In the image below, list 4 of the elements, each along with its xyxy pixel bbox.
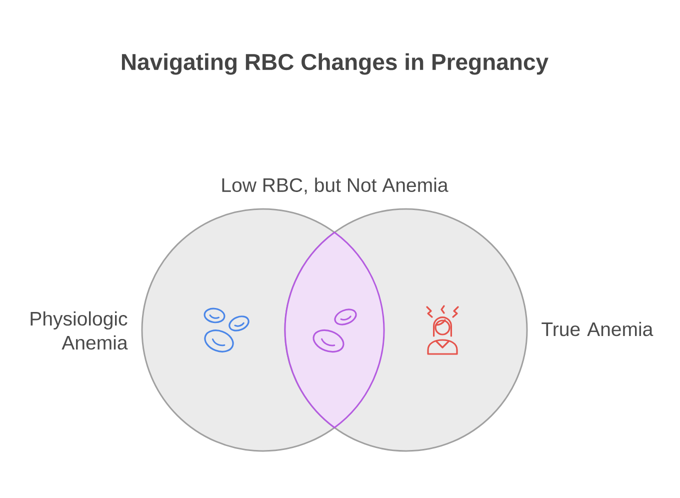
overlap-label: Low RBC, but Not Anemia	[222, 178, 448, 194]
circle-label: True Anemia	[542, 322, 654, 336]
title: Navigating RBC Changes in Pregnancy	[122, 53, 548, 75]
circle-label: Physiologic Anemia	[30, 311, 128, 350]
